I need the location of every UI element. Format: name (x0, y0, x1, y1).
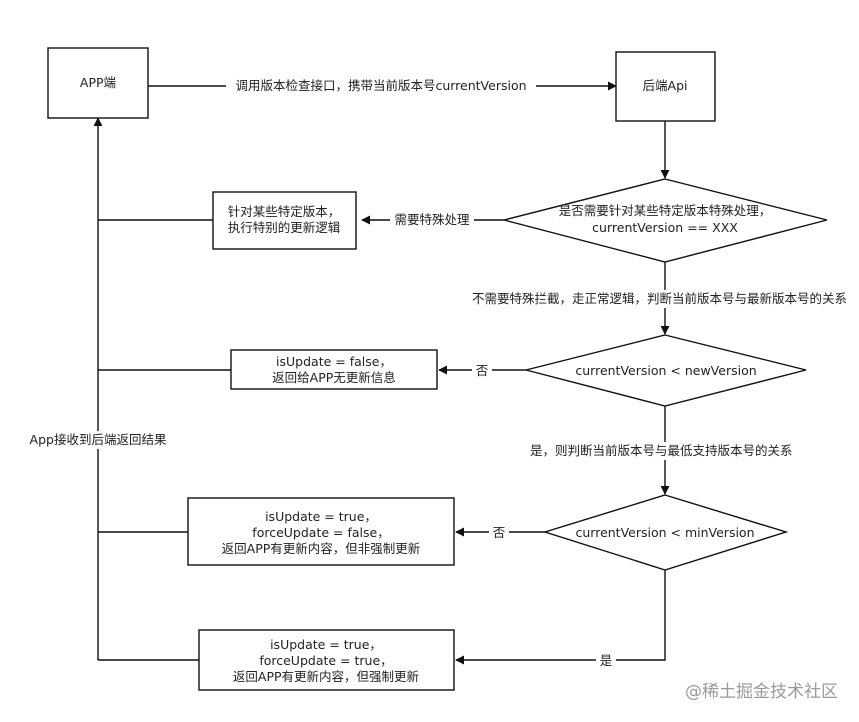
node-no-update-line1: isUpdate = false， (276, 354, 392, 369)
node-min-version-diamond-label: currentVersion < minVersion (575, 525, 754, 540)
node-force-update (198, 629, 455, 691)
node-special-diamond-line2: currentVersion == XXX (592, 220, 738, 235)
node-special-diamond-line1: 是否需要针对某些特定版本特殊处理， (559, 203, 772, 218)
node-force-update-line2: forceUpdate = true， (259, 653, 392, 668)
edge-yes-2-label-bg (596, 652, 616, 669)
node-force-update-line3: 返回APP有更新内容，但强制更新 (233, 669, 419, 684)
node-optional-update-line2: forceUpdate = false， (252, 525, 389, 540)
edge-no-special-label: 不需要特殊拦截，走正常逻辑，判断当前版本号与最新版本号的关系 (472, 291, 847, 306)
node-optional-update (187, 497, 455, 566)
node-min-version-diamond (542, 494, 789, 571)
edge-no-2-label: 否 (493, 525, 506, 540)
edge-no-1-label-bg (472, 362, 492, 379)
node-special-action-line1: 针对某些特定版本， (228, 204, 341, 219)
edge-no-special-label-bg (470, 290, 859, 308)
edge-no-2-label-bg (489, 524, 509, 541)
node-special-diamond (503, 178, 828, 263)
node-no-update-line2: 返回给APP无更新信息 (272, 370, 396, 385)
node-app (47, 47, 149, 119)
edge-yes-2 (455, 570, 666, 665)
edge-app-receives-label-bg (26, 431, 172, 449)
node-app-label: APP端 (80, 75, 116, 90)
edge-yes-then-label: 是，则判断当前版本号与最低支持版本号的关系 (530, 443, 793, 458)
node-optional-update-line1: isUpdate = true， (265, 509, 377, 524)
watermark: @稀土掘金技术社区 (685, 682, 838, 702)
node-backend (615, 51, 716, 122)
node-special-action (212, 191, 357, 250)
node-no-update (230, 349, 438, 390)
edge-yes-2-label: 是 (600, 653, 613, 668)
node-special-action-line2: 执行特别的更新逻辑 (228, 220, 341, 235)
node-new-version-diamond-label: currentVersion < newVersion (575, 363, 756, 378)
edge-need-special-label: 需要特殊处理 (394, 212, 470, 227)
edge-call-api-label: 调用版本检查接口，携带当前版本号currentVersion (235, 78, 526, 93)
edge-need-special-label-bg (390, 211, 474, 229)
edge-app-receives-label: App接收到后端返回结果 (30, 432, 167, 447)
edge-no-1-label: 否 (476, 363, 489, 378)
edge-call-api-label-bg (226, 76, 536, 96)
node-new-version-diamond (525, 334, 807, 407)
node-backend-label: 后端Api (643, 78, 688, 93)
node-optional-update-line3: 返回APP有更新内容，但非强制更新 (222, 541, 421, 556)
node-force-update-line1: isUpdate = true， (270, 637, 382, 652)
edge-yes-then-label-bg (528, 442, 803, 460)
